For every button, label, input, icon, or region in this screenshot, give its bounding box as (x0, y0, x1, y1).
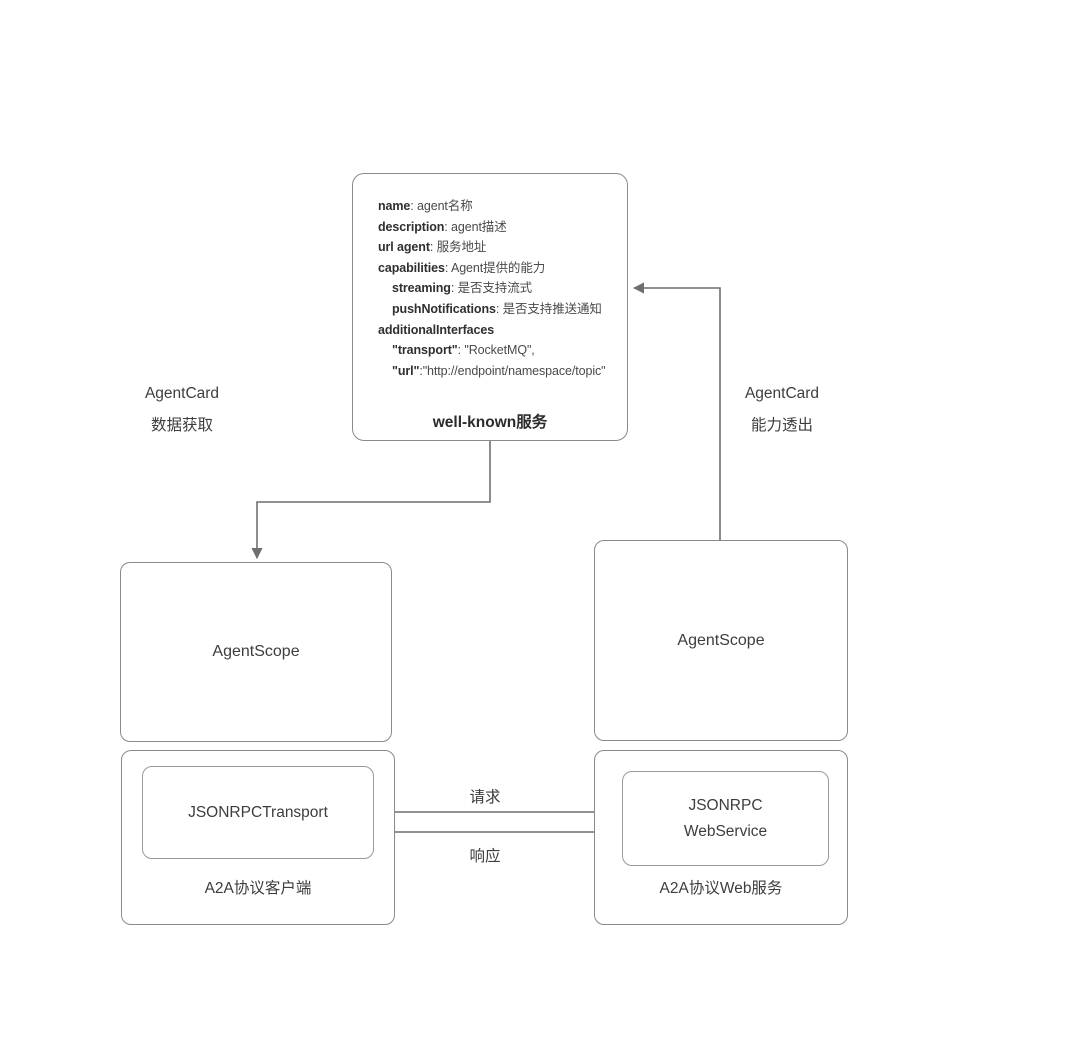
field-description-key: description (378, 219, 445, 234)
field-description-sep: : (444, 219, 452, 234)
field-description-value: agent描述 (451, 219, 507, 234)
edge-wellknown-to-agentscope-left (251, 441, 491, 560)
field-additional-interfaces: additionalInterfaces (378, 320, 618, 341)
edge-label-request: 请求 (469, 789, 501, 806)
field-description: description: agent描述 (378, 217, 618, 238)
annotation-agentcard-fetch-line2: 数据获取 (150, 417, 213, 434)
field-url-sep: : (419, 363, 423, 378)
field-name: name: agent名称 (378, 196, 618, 217)
node-agentscope-right-label: AgentScope (677, 631, 765, 649)
node-agentscope-left[interactable]: AgentScope (120, 562, 392, 742)
field-url-agent: url agent: 服务地址 (378, 237, 618, 258)
wellknown-service-card[interactable]: name: agent名称 description: agent描述 url a… (352, 173, 628, 441)
node-a2a-client-label: A2A协议客户端 (204, 880, 312, 897)
field-capabilities-sep: : (444, 260, 451, 275)
field-push-notifications-sep: : (495, 301, 503, 316)
wellknown-service-title: well-known服务 (432, 414, 548, 431)
field-capabilities-value: Agent提供的能力 (450, 260, 546, 275)
field-push-notifications-value: 是否支持推送通知 (502, 301, 602, 316)
node-jsonrpc-webservice[interactable]: JSONRPC WebService (622, 771, 829, 866)
field-name-key: name (378, 199, 411, 213)
field-url-agent-sep: : (429, 240, 437, 255)
field-url-agent-key: url agent (378, 240, 430, 255)
field-push-notifications-key: pushNotifications (392, 301, 496, 316)
node-jsonrpc-webservice-line1: JSONRPC (688, 796, 763, 814)
annotation-agentcard-expose-line1: AgentCard (744, 385, 820, 402)
field-streaming-value: 是否支持流式 (457, 281, 533, 296)
field-streaming: streaming: 是否支持流式 (378, 278, 618, 299)
field-transport: "transport": "RocketMQ", (378, 340, 618, 361)
field-transport-sep: : (457, 343, 465, 358)
field-name-sep: : (410, 199, 418, 213)
field-transport-key: "transport" (392, 343, 458, 358)
node-a2a-client[interactable]: JSONRPCTransport A2A协议客户端 (121, 750, 395, 925)
annotation-agentcard-expose: AgentCard 能力透出 (710, 378, 854, 442)
field-streaming-sep: : (450, 281, 458, 296)
wellknown-field-list: name: agent名称 description: agent描述 url a… (378, 196, 618, 381)
node-agentscope-left-label: AgentScope (212, 643, 300, 660)
edge-agentscope-right-to-wellknown (632, 282, 721, 540)
field-url-key: "url" (392, 363, 420, 378)
edge-label-response: 响应 (469, 848, 501, 865)
annotation-agentcard-fetch: AgentCard 数据获取 (110, 378, 254, 442)
field-additional-interfaces-key: additionalInterfaces (378, 322, 495, 337)
node-jsonrpc-webservice-line2: WebService (683, 822, 768, 840)
node-a2a-server[interactable]: JSONRPC WebService A2A协议Web服务 (594, 750, 848, 925)
annotation-agentcard-expose-line2: 能力透出 (750, 417, 813, 434)
field-capabilities: capabilities: Agent提供的能力 (378, 258, 618, 279)
annotation-agentcard-fetch-line1: AgentCard (144, 385, 220, 402)
field-url-value: "http://endpoint/namespace/topic" (422, 363, 606, 378)
field-push-notifications: pushNotifications: 是否支持推送通知 (378, 299, 618, 320)
field-capabilities-key: capabilities (378, 260, 445, 275)
node-a2a-server-label: A2A协议Web服务 (659, 880, 783, 897)
field-name-value: agent名称 (417, 199, 473, 213)
field-transport-value: "RocketMQ", (464, 343, 535, 358)
field-url: "url":"http://endpoint/namespace/topic" (378, 361, 618, 382)
field-url-agent-value: 服务地址 (436, 240, 487, 255)
node-jsonrpc-transport[interactable]: JSONRPCTransport (142, 766, 374, 859)
field-streaming-key: streaming (392, 281, 451, 296)
node-agentscope-right[interactable]: AgentScope (594, 540, 848, 741)
